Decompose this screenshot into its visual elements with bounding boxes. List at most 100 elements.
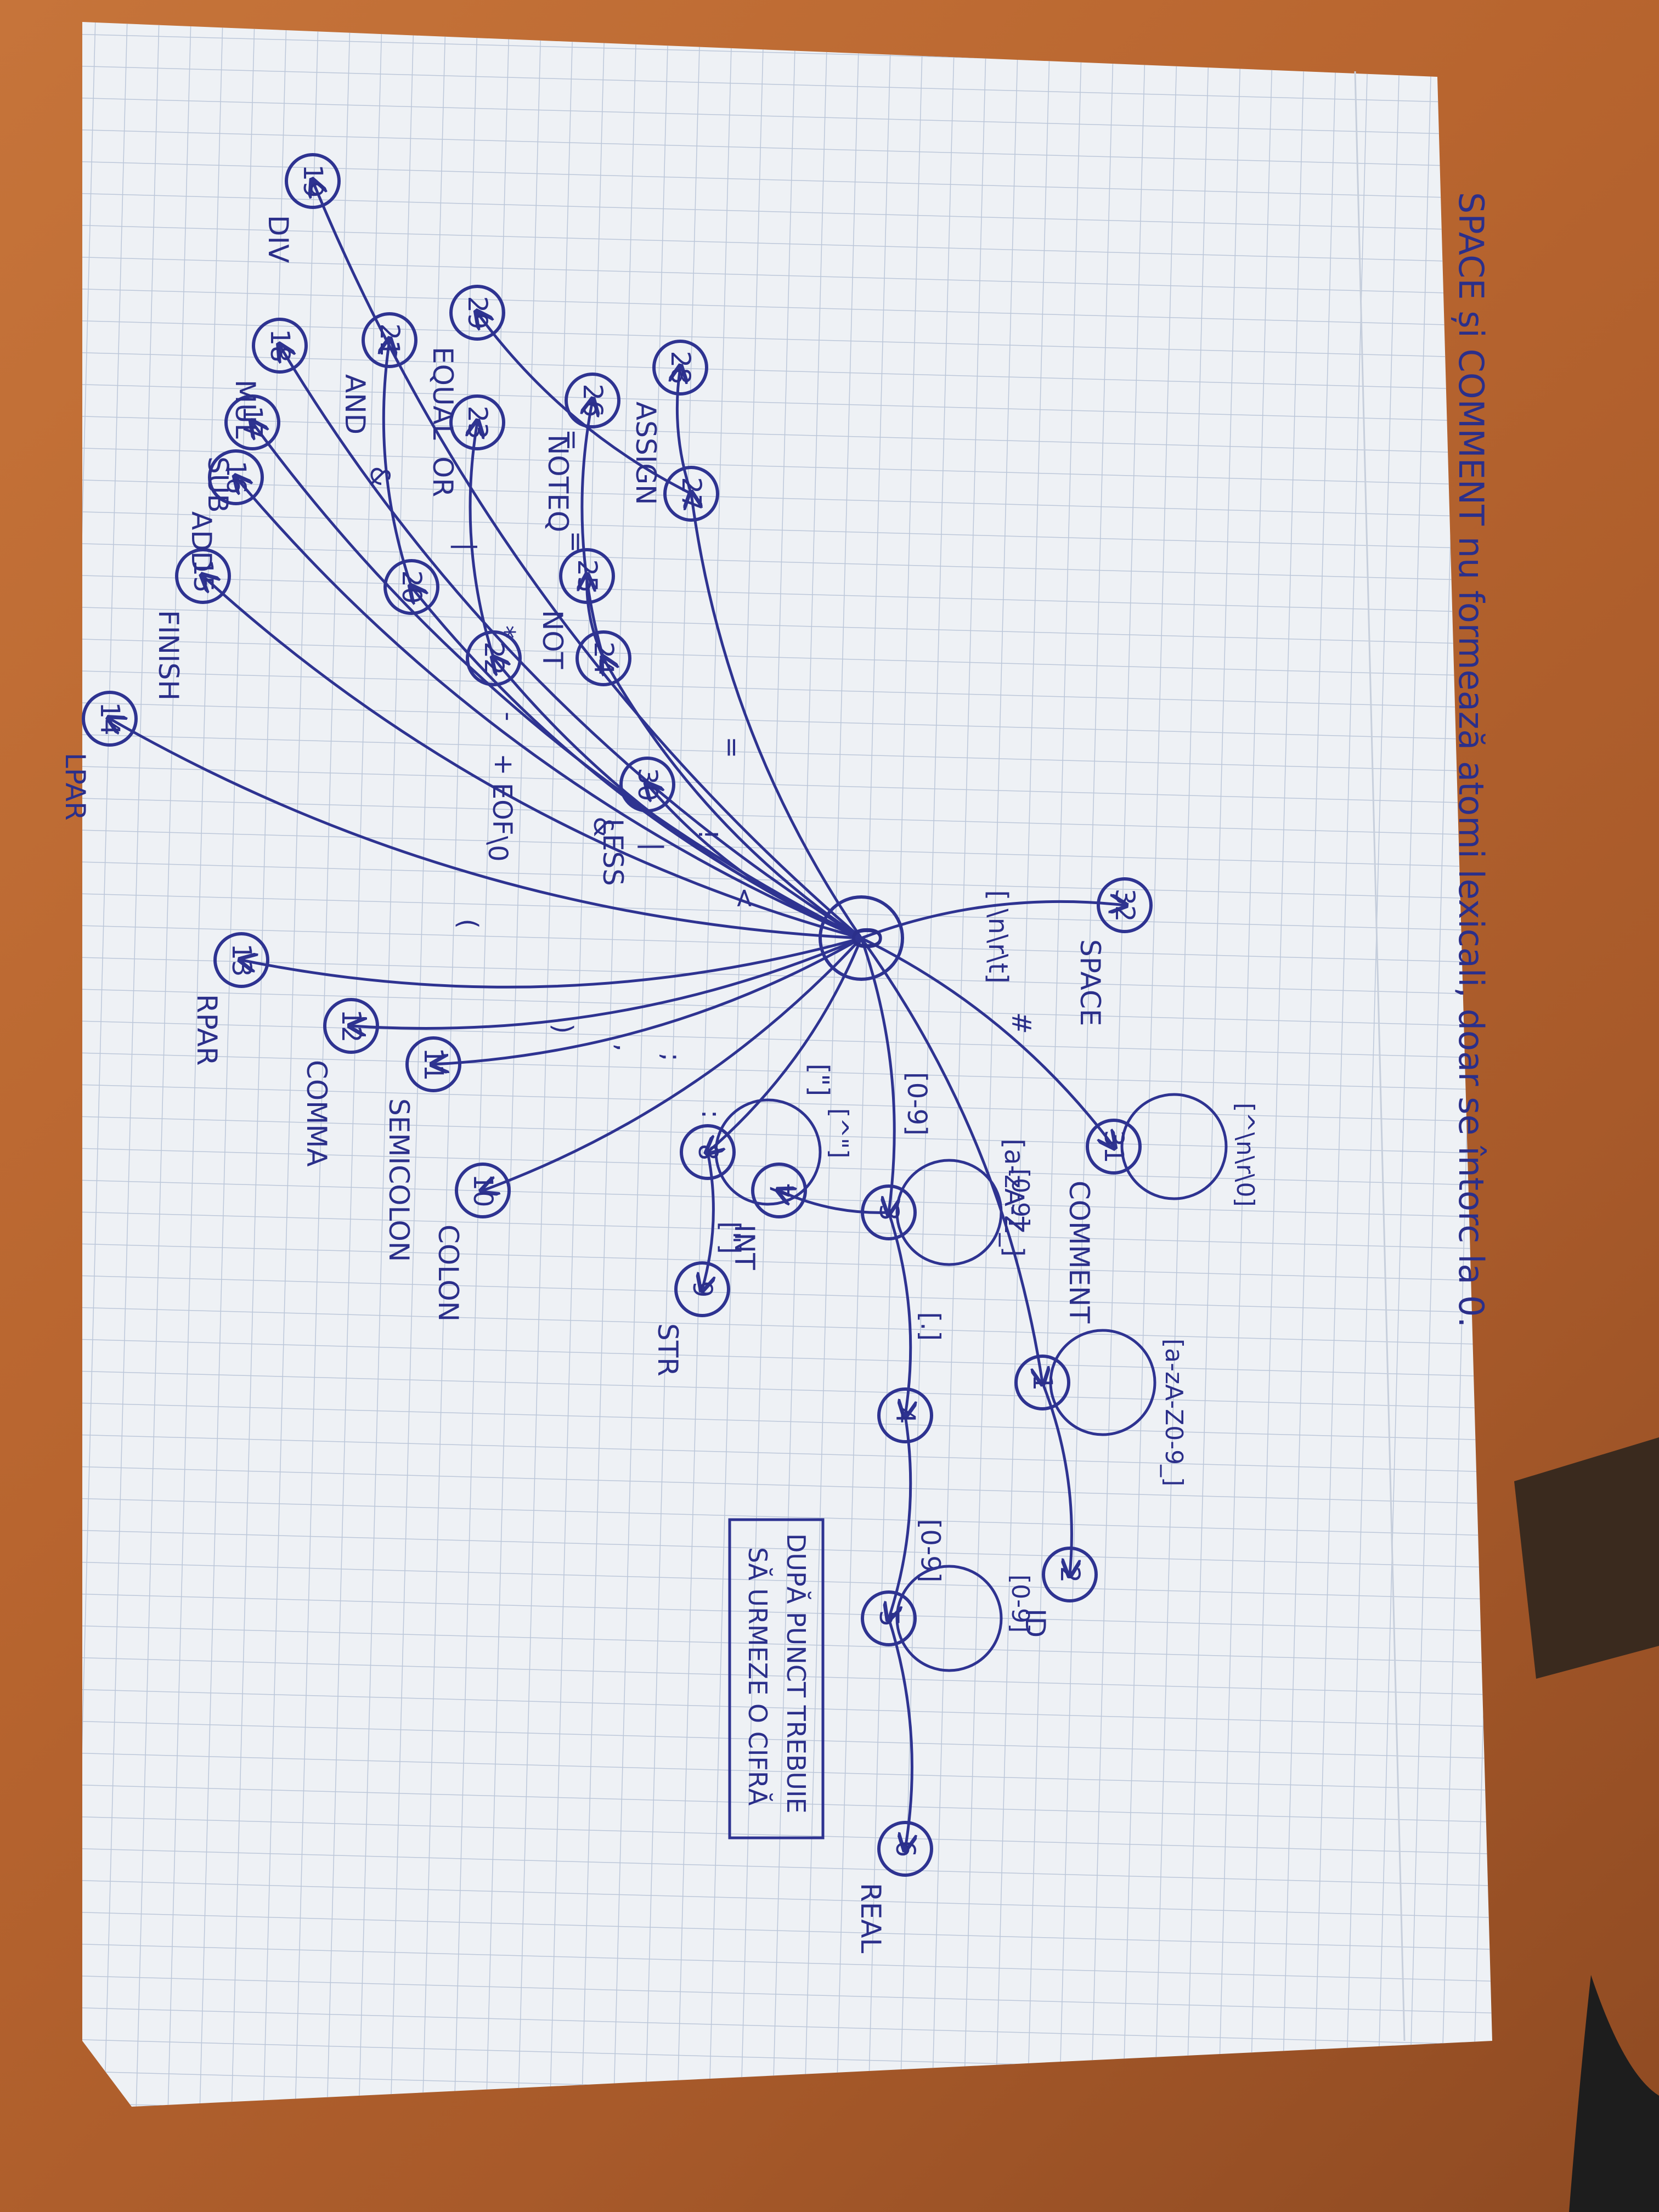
state-circle-18 <box>252 318 308 374</box>
state-label-15: FINISH <box>153 610 184 701</box>
state-8: 8 <box>680 1124 736 1180</box>
state-label-25: NOT <box>537 610 568 669</box>
state-label-31: COMMENT <box>1063 1181 1095 1324</box>
state-id-29: 29 <box>462 296 493 329</box>
state-3: 3 <box>861 1184 917 1240</box>
loop-label-5: [0-9] <box>1006 1575 1034 1633</box>
state-circle-11 <box>405 1036 461 1092</box>
state-id-6: 6 <box>890 1841 921 1858</box>
state-id-14: 14 <box>94 702 125 735</box>
edge-label-0-10: : <box>696 1110 726 1119</box>
paper-sheet <box>82 22 1492 2107</box>
edge-label-0-31: # <box>1006 1012 1037 1034</box>
nodes-layer: 012ID3456REAL7INT89STR10COLON11SEMICOLON… <box>59 153 1153 1954</box>
edge-0-16 <box>236 477 863 940</box>
state-circle-26 <box>565 373 620 428</box>
edge-label-0-22: | <box>637 842 668 851</box>
state-label-16: ADD <box>185 511 217 572</box>
edge-27-28 <box>677 368 693 495</box>
edge-0-13 <box>241 936 863 989</box>
state-label-21: AND <box>339 374 371 435</box>
state-id-24: 24 <box>588 641 619 675</box>
state-circle-24 <box>575 630 631 686</box>
state-label-2: ID <box>1019 1609 1051 1638</box>
state-id-22: 22 <box>478 641 509 675</box>
edge-label-0-12: , <box>610 1043 641 1052</box>
edge-0-32 <box>860 901 1125 940</box>
state-circle-16 <box>208 449 264 505</box>
state-circle-4 <box>877 1387 933 1443</box>
state-circle-20 <box>383 559 439 615</box>
state-id-26: 26 <box>577 383 608 417</box>
state-id-23: 23 <box>462 405 493 439</box>
state-id-2: 2 <box>1054 1566 1085 1583</box>
state-circle-3 <box>861 1184 917 1240</box>
state-id-0: 0 <box>843 926 889 951</box>
state-circle-21 <box>362 312 417 368</box>
state-label-13: RPAR <box>191 994 223 1066</box>
black-cord <box>1569 1975 1659 2212</box>
state-circle-1 <box>1014 1355 1070 1410</box>
note-box-line1: DUPĂ PUNCT TREBUIE <box>781 1533 811 1814</box>
state-label-11: SEMICOLON <box>383 1098 415 1262</box>
edge-24-25 <box>587 576 605 660</box>
edge-label-27-29: = <box>556 429 586 451</box>
state-24: 24 <box>575 630 631 686</box>
loop-label-1: [a-zA-Z0-9_] <box>1160 1339 1188 1486</box>
state-id-11: 11 <box>418 1047 449 1081</box>
state-label-32: SPACE <box>1074 939 1106 1026</box>
edge-0-24 <box>603 658 863 940</box>
edge-5-6 <box>887 1617 912 1849</box>
edge-0-14 <box>110 719 863 940</box>
note-title: SPACE și COMMENT nu formează atomi lexic… <box>1451 192 1491 1328</box>
state-id-18: 18 <box>264 329 295 362</box>
edge-3-7 <box>779 1190 890 1214</box>
state-id-10: 10 <box>467 1173 498 1207</box>
edge-label-0-13: ) <box>548 1024 578 1034</box>
state-circle-8 <box>680 1124 736 1180</box>
edge-label-0-16: EOF <box>487 783 517 836</box>
state-circle-23 <box>449 394 505 450</box>
edge-label-0-14: ( <box>453 918 483 929</box>
state-circle-22 <box>466 630 522 686</box>
state-circle-2 <box>1042 1547 1098 1602</box>
state-0: 0 <box>819 895 904 981</box>
margin-line <box>1354 71 1406 2041</box>
state-2: 2ID <box>1019 1547 1098 1638</box>
state-4: 4 <box>877 1387 933 1443</box>
state-circle-7 <box>751 1163 807 1218</box>
state-label-10: COLON <box>432 1224 464 1322</box>
state-circle-10 <box>455 1163 511 1218</box>
loop-31 <box>1120 1093 1228 1200</box>
state-label-9: STR <box>652 1323 684 1376</box>
state-id-32: 32 <box>1109 888 1140 922</box>
state-id-25: 25 <box>572 559 602 592</box>
edge-label-0-27: = <box>716 736 747 758</box>
state-label-14: LPAR <box>59 753 91 821</box>
state-20: 20 <box>383 559 439 615</box>
state-22: 22 <box>466 630 522 686</box>
edge-0-15 <box>203 576 863 940</box>
state-circle-15 <box>175 548 231 604</box>
state-5: 5 <box>861 1590 917 1646</box>
fsm-diagram: SPACE și COMMENT nu formează atomi lexic… <box>59 153 1491 1954</box>
edge-label-3-4: [.] <box>915 1312 945 1341</box>
state-id-15: 15 <box>188 559 218 592</box>
state-27: 27 <box>663 466 719 522</box>
state-circle-29 <box>449 285 505 341</box>
edge-label-0-1: [a-zA-Z_] <box>998 1138 1029 1256</box>
state-id-31: 31 <box>1098 1130 1129 1163</box>
state-id-5: 5 <box>873 1610 904 1627</box>
edge-0-18 <box>280 346 863 940</box>
